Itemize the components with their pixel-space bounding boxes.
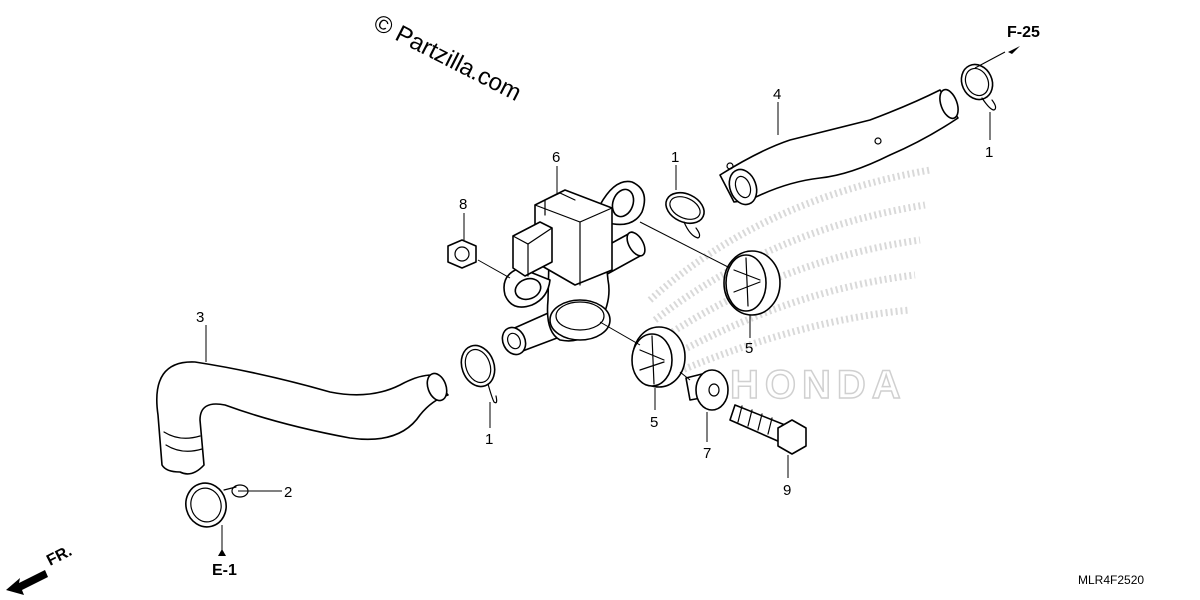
leader-lines: [205, 51, 1006, 550]
hose-clamp-part-1-upper[interactable]: [661, 187, 709, 239]
e1-label: E-1: [212, 562, 237, 579]
reference-e1: E-1: [212, 549, 237, 579]
hose-clamp-part-1-center[interactable]: [456, 341, 500, 404]
front-label: FR.: [44, 543, 75, 570]
bolt-part-9[interactable]: [729, 404, 807, 455]
honda-wing-watermark: [647, 166, 931, 379]
callout-1-center: 1: [485, 431, 493, 448]
f25-arrow-icon: [1008, 46, 1020, 54]
spring-clamp-part-2[interactable]: [181, 479, 249, 532]
diagram-code: MLR4F2520: [1078, 573, 1144, 587]
callout-8: 8: [459, 196, 467, 213]
callout-1-right: 1: [985, 144, 993, 161]
callout-2: 2: [284, 484, 292, 501]
callout-5-lower: 5: [650, 414, 658, 431]
collar-part-7[interactable]: [685, 369, 729, 411]
callout-5-upper: 5: [745, 340, 753, 357]
reference-f25: F-25: [1007, 24, 1040, 54]
rubber-grommet-part-5-upper[interactable]: [723, 250, 781, 316]
f25-label: F-25: [1007, 24, 1040, 41]
hose-clamp-part-1-right[interactable]: [956, 59, 998, 111]
callout-7: 7: [703, 445, 711, 462]
valve-assembly-part-6[interactable]: [498, 180, 648, 358]
hose-part-3[interactable]: [156, 361, 450, 475]
callout-9: 9: [783, 482, 791, 499]
callout-1-upper: 1: [671, 149, 679, 166]
callout-3: 3: [196, 309, 204, 326]
rubber-grommet-part-5-lower[interactable]: [631, 326, 686, 388]
copyright-watermark: © Partzilla.com: [369, 9, 525, 106]
callout-4: 4: [773, 86, 781, 103]
callout-6: 6: [552, 149, 560, 166]
e1-arrow-icon: [218, 549, 226, 556]
nut-part-8[interactable]: [447, 239, 477, 269]
front-direction-indicator: FR.: [6, 543, 75, 595]
front-arrow-icon: [6, 570, 48, 595]
hose-part-4[interactable]: [719, 87, 962, 208]
honda-watermark: HONDA: [730, 363, 907, 407]
